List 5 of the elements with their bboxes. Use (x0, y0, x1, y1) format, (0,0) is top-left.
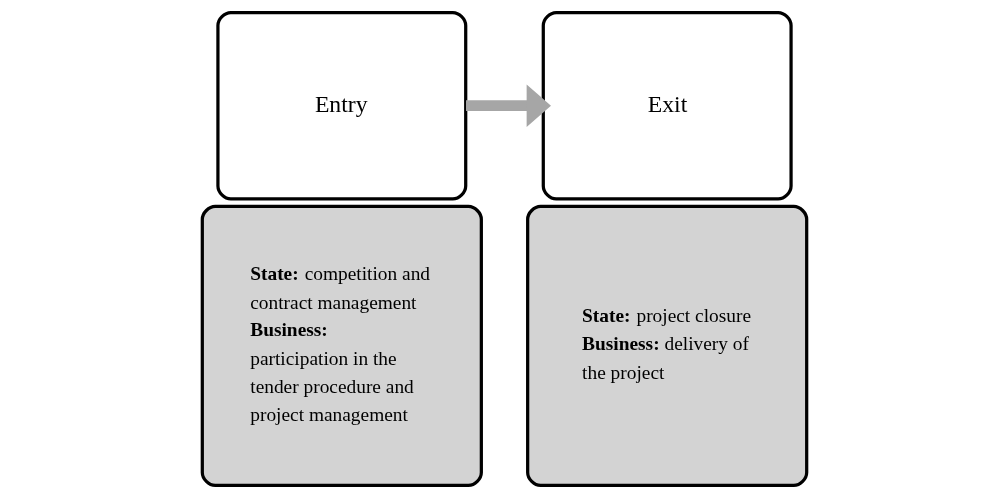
node-box: State: project closure Business: delivery of the project (525, 204, 808, 488)
node-box: Exit (541, 10, 793, 201)
node-box: Entry (215, 10, 467, 201)
arrow (465, 84, 551, 127)
node-box: State: competition and contract management Business: participation in the tender procedure and project management (200, 204, 483, 488)
